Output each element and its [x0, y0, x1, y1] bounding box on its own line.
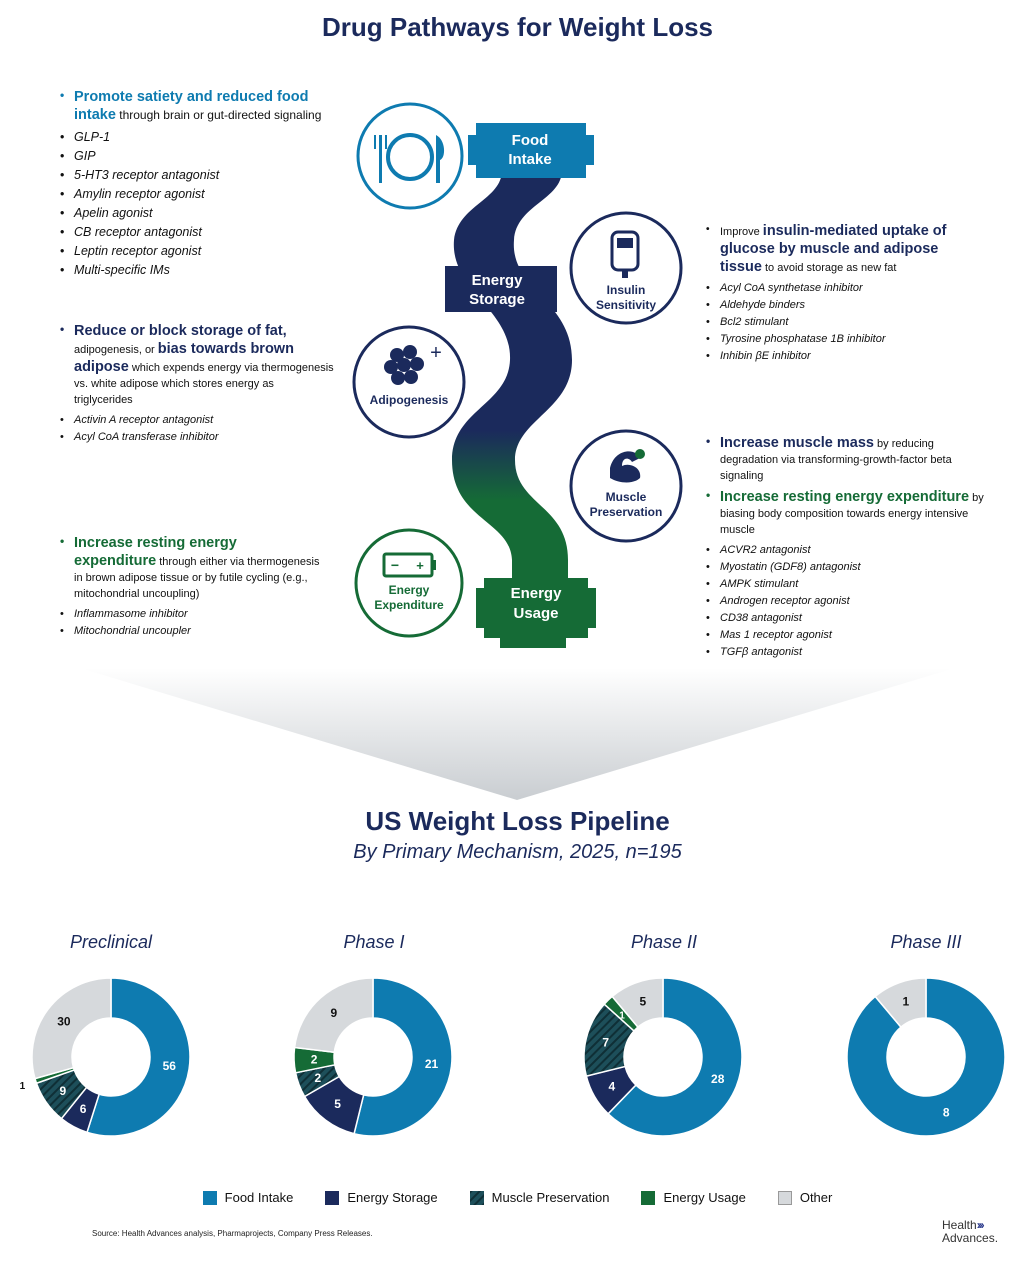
muscle-mechanism-list: ACVR2 antagonistMyostatin (GDF8) antagon…	[706, 542, 986, 661]
chart-title: US Weight Loss Pipeline	[365, 806, 670, 836]
page-title: Drug Pathways for Weight Loss	[321, 12, 713, 42]
chart-subtitle: By Primary Mechanism, 2025, n=195	[353, 841, 682, 863]
donut-slice-food-intake	[846, 977, 1006, 1137]
right-bottom-block: •Increase muscle mass by reducing degrad…	[706, 434, 986, 661]
mechanism-item: Mas 1 receptor agonist	[706, 627, 986, 644]
mechanism-item: Androgen receptor agonist	[706, 593, 986, 610]
donut-data-label: 5	[639, 995, 646, 1009]
legend-item-energy-storage: Energy Storage	[325, 1190, 438, 1205]
donut-data-label: 2	[311, 1052, 318, 1066]
expenditure-mechanism-list: Inflammasome inhibitorMitochondrial unco…	[60, 606, 320, 640]
mechanism-item: Mitochondrial uncoupler	[60, 623, 320, 640]
plate-fork-knife-icon	[356, 102, 464, 210]
mechanism-item: Acyl CoA transferase inhibitor	[60, 429, 335, 446]
left-top-block: •Promote satiety and reduced food intake…	[60, 88, 335, 280]
donut-data-label: 21	[425, 1057, 439, 1071]
donut-data-label: 30	[57, 1014, 71, 1028]
insulin-mechanism-list: Acyl CoA synthetase inhibitorAldehyde bi…	[706, 280, 976, 365]
legend-item-energy-usage: Energy Usage	[641, 1190, 746, 1205]
mechanism-item: Inflammasome inhibitor	[60, 606, 320, 623]
donut-slice-food-intake	[86, 977, 191, 1137]
brand-logo: Health››› Advances.	[942, 1218, 999, 1245]
chart-legend: Food Intake Energy Storage Muscle Preser…	[0, 1190, 1035, 1205]
mechanism-item: Leptin receptor agonist	[60, 242, 335, 261]
donut-data-label: 9	[331, 1006, 338, 1020]
donut-data-label: 9	[60, 1084, 67, 1098]
legend-swatch	[202, 1190, 217, 1205]
source-note: Source: Health Advances analysis, Pharma…	[92, 1229, 373, 1238]
mechanism-item: Amylin receptor agonist	[60, 185, 335, 204]
donut-data-label: 28	[711, 1072, 725, 1086]
svg-text:Adipogenesis: Adipogenesis	[370, 393, 449, 407]
donut-data-label: 56	[163, 1059, 177, 1073]
mechanism-item: Acyl CoA synthetase inhibitor	[706, 280, 976, 297]
legend-swatch	[469, 1190, 484, 1205]
mechanism-item: AMPK stimulant	[706, 576, 986, 593]
donut-slice-other	[611, 977, 664, 1029]
phase-label-phase-3: Phase III	[890, 932, 962, 952]
energy-storage-box	[445, 266, 557, 312]
donut-data-label: 1	[619, 1011, 625, 1022]
right-top-block: •Improve insulin-mediated uptake of gluc…	[706, 222, 976, 365]
mechanism-item: CD38 antagonist	[706, 610, 986, 627]
mechanism-item: Activin A receptor antagonist	[60, 412, 335, 429]
donut-data-label: 4	[609, 1080, 616, 1094]
donut-data-label: 1	[902, 995, 909, 1009]
donut-slice-other	[874, 977, 927, 1029]
donut-data-label: 6	[80, 1102, 87, 1116]
mechanism-item: Inhibin βE inhibitor	[706, 348, 976, 365]
legend-swatch	[325, 1190, 340, 1205]
svg-text:−: −	[391, 557, 399, 573]
mechanism-item: Myostatin (GDF8) antagonist	[706, 559, 986, 576]
phase-label-phase-2: Phase II	[630, 932, 698, 952]
donut-slice-other	[31, 977, 112, 1080]
phase-label-preclinical: Preclinical	[69, 932, 153, 952]
legend-swatch	[641, 1190, 656, 1205]
fat-cells-icon: + Adipogenesis	[352, 325, 466, 439]
mechanism-item: Aldehyde binders	[706, 297, 976, 314]
legend-item-other: Other	[777, 1190, 832, 1205]
left-mid-block: •Reduce or block storage of fat, adipoge…	[60, 322, 335, 446]
donut-slice-food-intake	[353, 977, 453, 1137]
storage-mechanism-list: Activin A receptor antagonistAcyl CoA tr…	[60, 412, 335, 446]
mechanism-item: GLP-1	[60, 128, 335, 147]
mechanism-item: 5-HT3 receptor antagonist	[60, 166, 335, 185]
phase-label-phase-1: Phase I	[343, 932, 405, 952]
mechanism-item: Multi-specific IMs	[60, 261, 335, 280]
mechanism-item: TGFβ antagonist	[706, 644, 986, 661]
funnel-shape	[80, 668, 955, 800]
food-intake-mechanism-list: GLP-1GIP5-HT3 receptor antagonistAmylin …	[60, 128, 335, 280]
svg-text:+: +	[416, 558, 424, 573]
donut-data-label: 8	[943, 1105, 950, 1119]
mechanism-item: Tyrosine phosphatase 1B inhibitor	[706, 331, 976, 348]
donut-slice-other	[293, 977, 374, 1054]
legend-swatch	[777, 1190, 792, 1205]
donut-data-label: 2	[314, 1071, 321, 1085]
mechanism-item: Apelin agonist	[60, 204, 335, 223]
svg-text:+: +	[430, 342, 442, 364]
mechanism-item: ACVR2 antagonist	[706, 542, 986, 559]
donut-data-label: 1	[20, 1081, 26, 1092]
mechanism-item: Bcl2 stimulant	[706, 314, 976, 331]
donut-data-label: 5	[334, 1097, 341, 1111]
legend-item-food-intake: Food Intake	[202, 1190, 293, 1205]
donut-data-label: 7	[602, 1036, 609, 1050]
left-bottom-block: •Increase resting energy expenditure thr…	[60, 534, 320, 640]
mechanism-item: GIP	[60, 147, 335, 166]
legend-item-muscle-preservation: Muscle Preservation	[469, 1190, 609, 1205]
mechanism-item: CB receptor antagonist	[60, 223, 335, 242]
donut-slice-food-intake	[607, 977, 743, 1137]
